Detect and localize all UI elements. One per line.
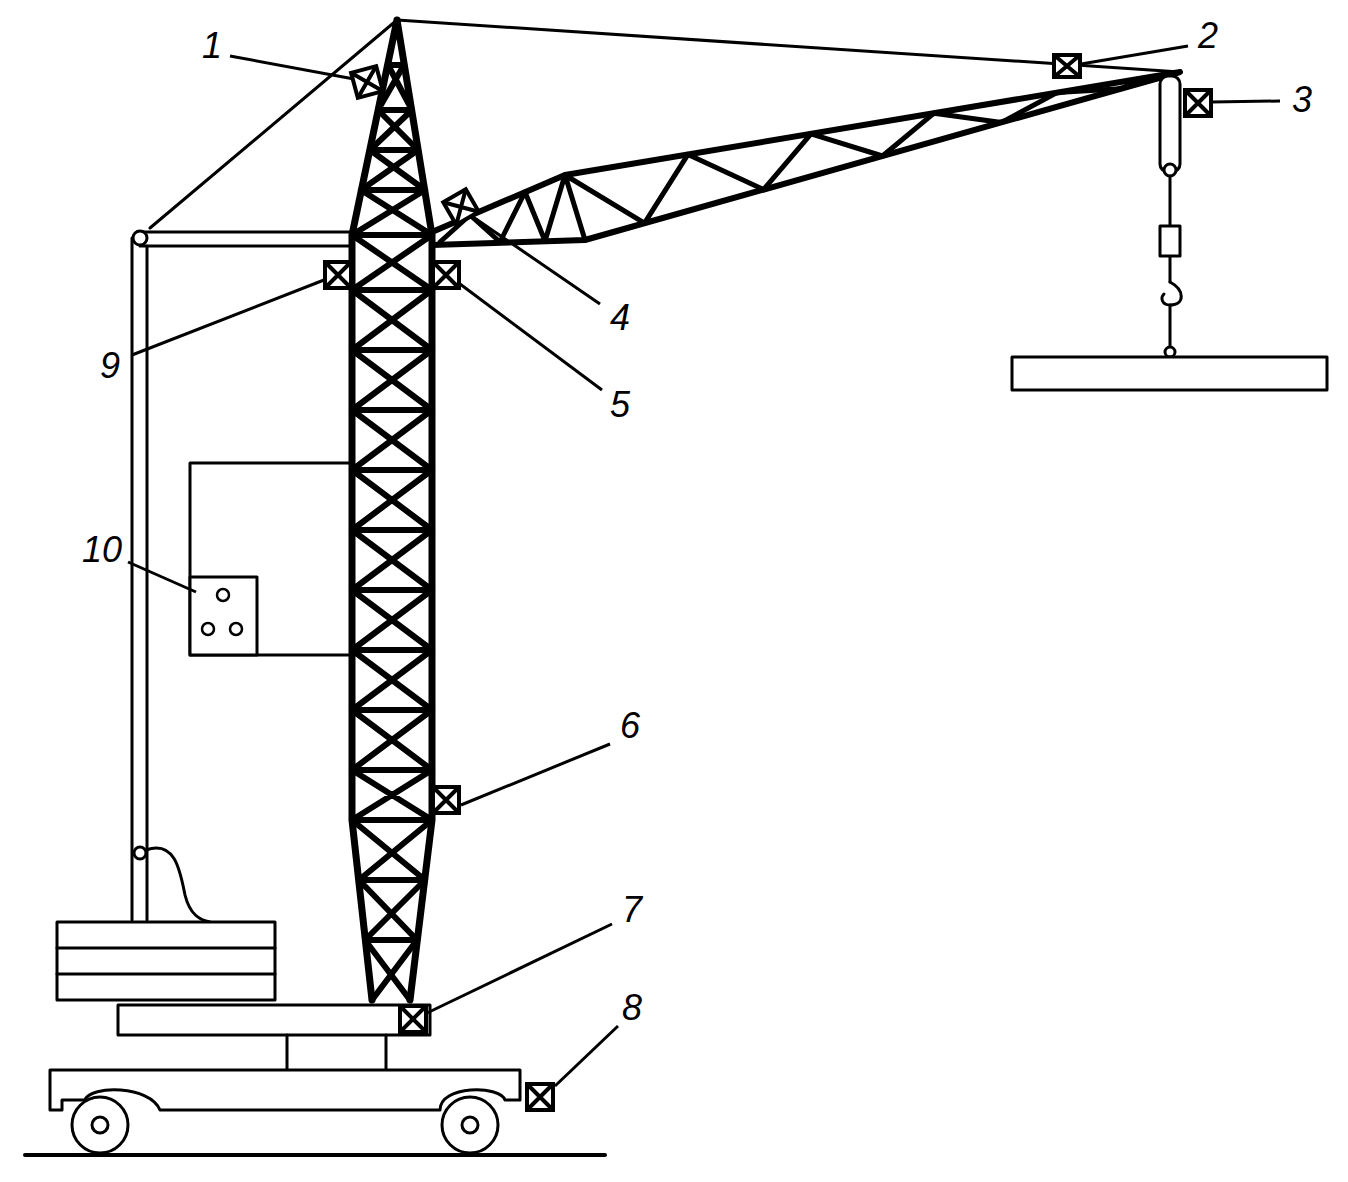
sling xyxy=(1169,305,1172,350)
tower-chord xyxy=(352,20,432,1000)
cable xyxy=(146,848,210,922)
callout-number: 10 xyxy=(82,532,122,568)
tower-lattice xyxy=(352,235,432,820)
control-panel xyxy=(190,577,257,655)
callout-number: 9 xyxy=(100,348,120,384)
side-mast xyxy=(132,238,147,920)
pulley-block xyxy=(1160,76,1180,172)
boom-lattice xyxy=(565,72,1180,240)
hook-link xyxy=(1160,226,1180,256)
wheel xyxy=(442,1097,498,1153)
callout-number: 8 xyxy=(622,990,642,1026)
sensor-symbol xyxy=(1185,90,1211,116)
callout-number: 2 xyxy=(1198,18,1218,54)
callout-number: 7 xyxy=(622,892,642,928)
leader-line xyxy=(460,284,602,390)
leader-line xyxy=(427,924,612,1013)
slewing-column xyxy=(287,1035,386,1070)
leader-line xyxy=(128,562,196,592)
ground-line xyxy=(25,1153,605,1157)
sensor-symbol xyxy=(1054,55,1080,77)
counterweight xyxy=(57,922,275,1000)
counter-jib xyxy=(140,232,352,246)
tower-lattice xyxy=(352,65,432,235)
callout-number: 3 xyxy=(1292,82,1312,118)
callout-number: 4 xyxy=(610,300,630,336)
operator-cabin xyxy=(190,463,352,655)
leader-line xyxy=(1212,101,1280,102)
wheel-hub xyxy=(462,1117,478,1133)
panel-lamp xyxy=(202,623,214,635)
load-slab xyxy=(1012,357,1327,390)
leader-lines xyxy=(128,46,1280,1086)
callout-number: 6 xyxy=(620,708,640,744)
callout-number: 5 xyxy=(610,387,630,423)
sensor-symbol xyxy=(443,189,479,225)
sensor-symbol xyxy=(433,262,459,288)
sensor-symbol xyxy=(351,66,383,98)
panel-lamp xyxy=(217,589,229,601)
sensor-symbol xyxy=(433,787,459,813)
leader-line xyxy=(461,744,610,805)
sensor-symbol xyxy=(400,1006,426,1032)
boom-chord xyxy=(432,72,1180,245)
leader-line xyxy=(555,1026,618,1086)
sensor-symbol xyxy=(325,262,351,288)
boom-lattice xyxy=(440,175,565,242)
callout-number: 1 xyxy=(202,28,222,64)
sensor-symbol xyxy=(527,1084,553,1110)
leader-line xyxy=(230,56,354,79)
wheel xyxy=(72,1097,128,1153)
counterweight xyxy=(57,948,275,974)
leader-line xyxy=(1081,46,1188,64)
panel-lamp xyxy=(230,623,242,635)
pulley xyxy=(134,847,146,859)
pulley xyxy=(1164,164,1176,176)
pulley xyxy=(133,231,147,245)
slewing-platform xyxy=(118,1005,430,1035)
leader-line xyxy=(476,219,600,304)
wheel-hub xyxy=(92,1117,108,1133)
hook xyxy=(1162,282,1181,305)
leader-line xyxy=(132,280,324,355)
tower-lattice xyxy=(352,820,432,1000)
